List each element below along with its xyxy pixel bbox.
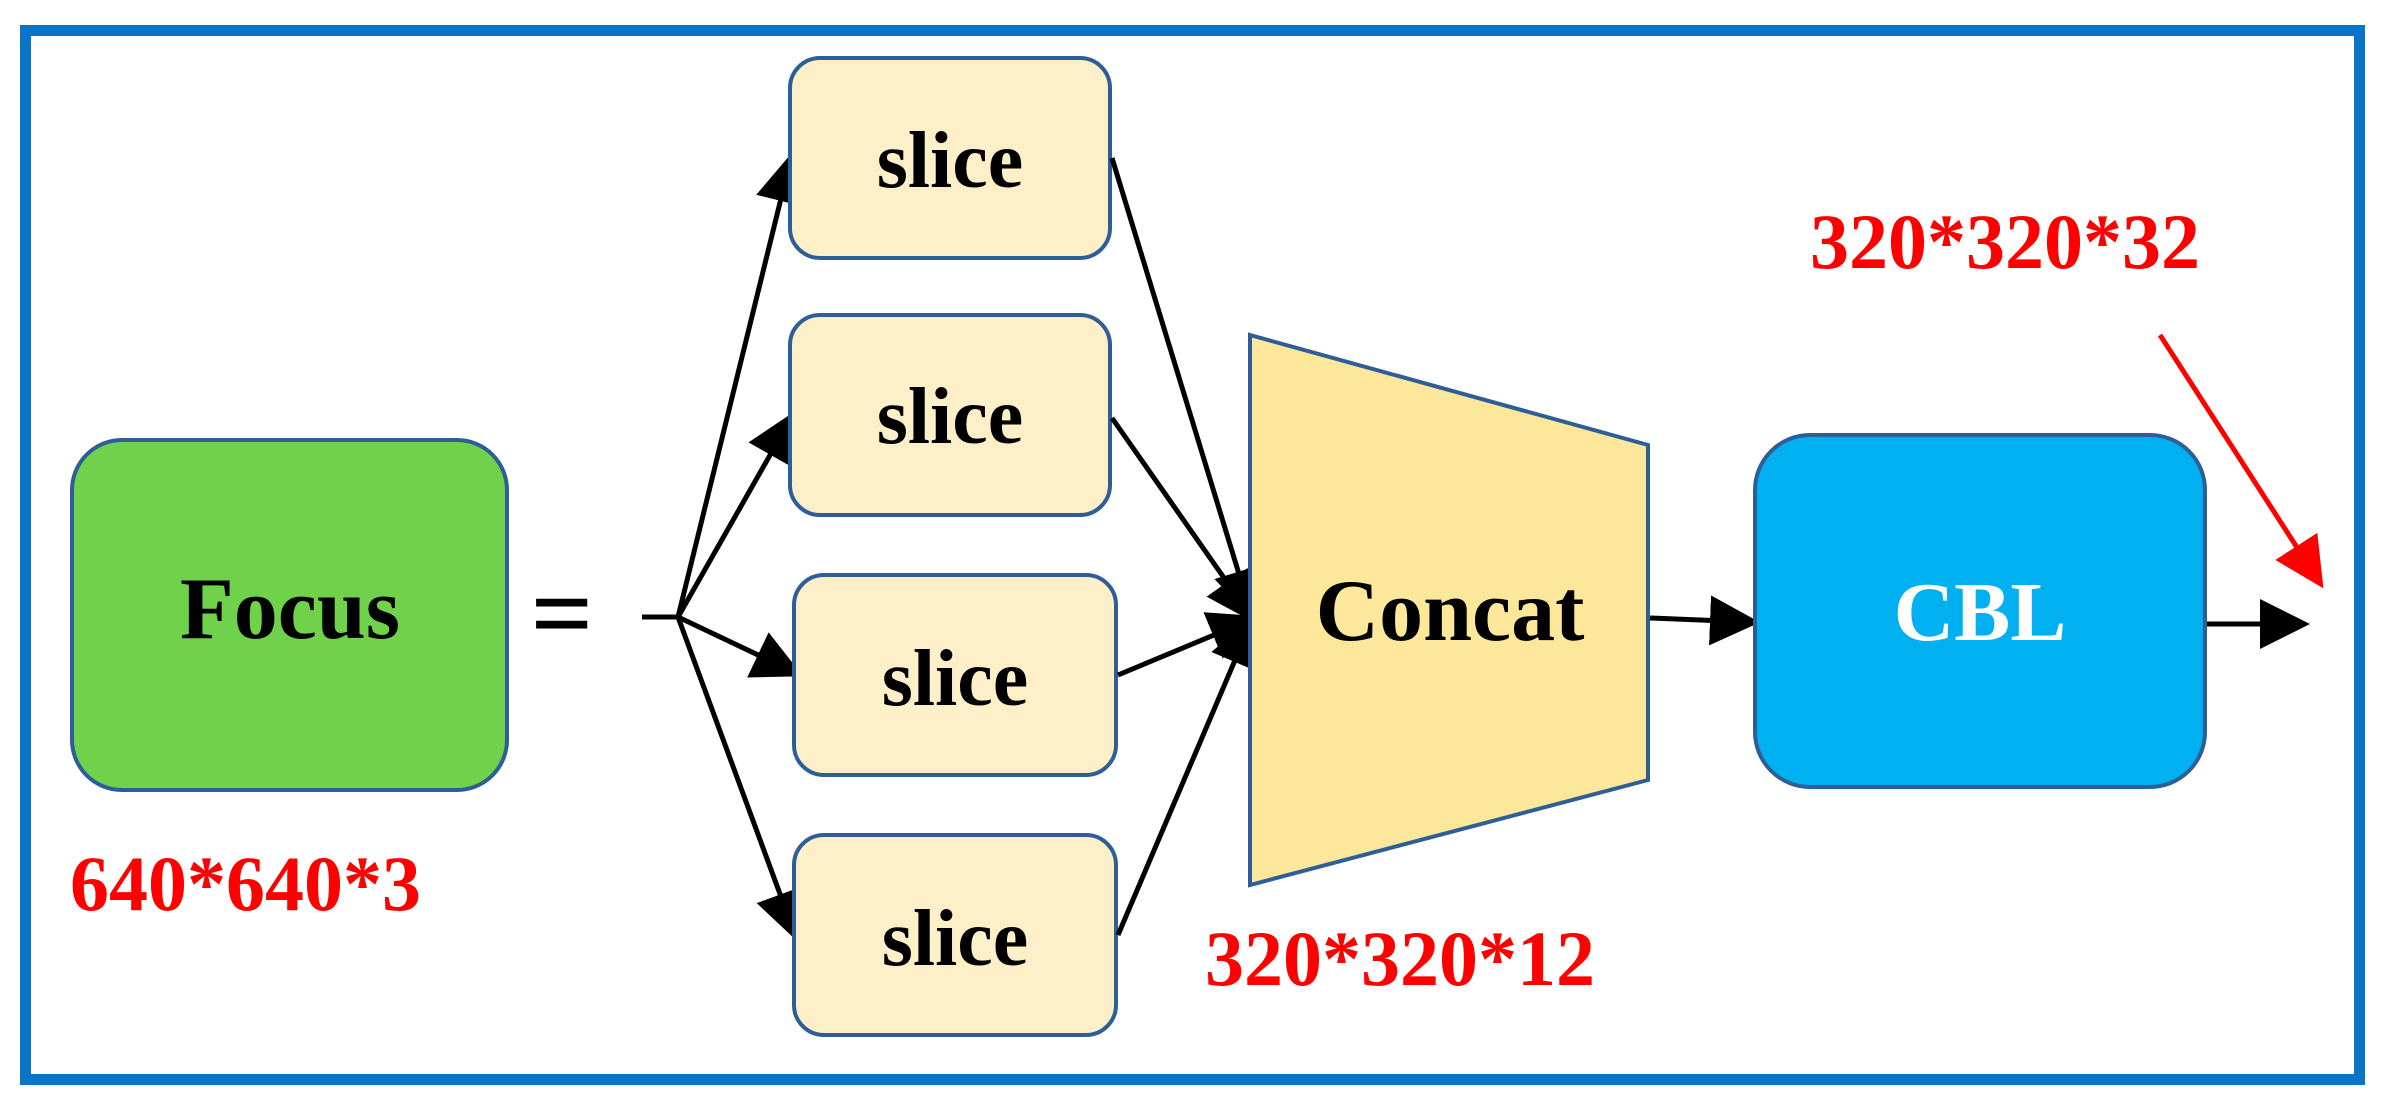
input-size-label: 640*640*3 xyxy=(70,840,421,927)
output-annotation-arrow xyxy=(2157,333,2324,589)
slice-label: slice xyxy=(882,895,1029,983)
equals-sign: = xyxy=(531,552,594,674)
slice-node-3: slice xyxy=(792,573,1118,777)
concat-node: Concat xyxy=(1248,332,1650,888)
merge-arrows xyxy=(1109,157,1263,936)
slice-node-1: slice xyxy=(788,56,1112,260)
arrow-to-slice-3 xyxy=(676,614,804,678)
cbl-node: CBL xyxy=(1753,433,2207,789)
concat-label: Concat xyxy=(1316,563,1585,660)
slice-label: slice xyxy=(877,373,1024,461)
arrow-to-slice-1 xyxy=(675,152,805,618)
arrow-to-slice-4 xyxy=(675,616,804,942)
arrow-slice-4-to-concat xyxy=(1115,615,1258,936)
arrow-to-slice-2 xyxy=(675,411,795,619)
slice-label: slice xyxy=(882,635,1029,723)
slice-label: slice xyxy=(877,117,1024,205)
slice-node-2: slice xyxy=(788,313,1112,517)
arrow-slice-2-to-concat xyxy=(1109,416,1256,624)
focus-label: Focus xyxy=(180,561,400,658)
arrow-concat-to-cbl xyxy=(1649,595,1760,646)
cbl-label: CBL xyxy=(1894,566,2067,659)
slice-node-4: slice xyxy=(792,833,1118,1037)
output-size-label: 320*320*32 xyxy=(1810,198,2200,285)
arrow-slice-1-to-concat xyxy=(1109,157,1263,620)
focus-node: Focus xyxy=(70,438,509,792)
concat-size-label: 320*320*12 xyxy=(1205,915,1595,1002)
split-arrows xyxy=(642,152,805,942)
